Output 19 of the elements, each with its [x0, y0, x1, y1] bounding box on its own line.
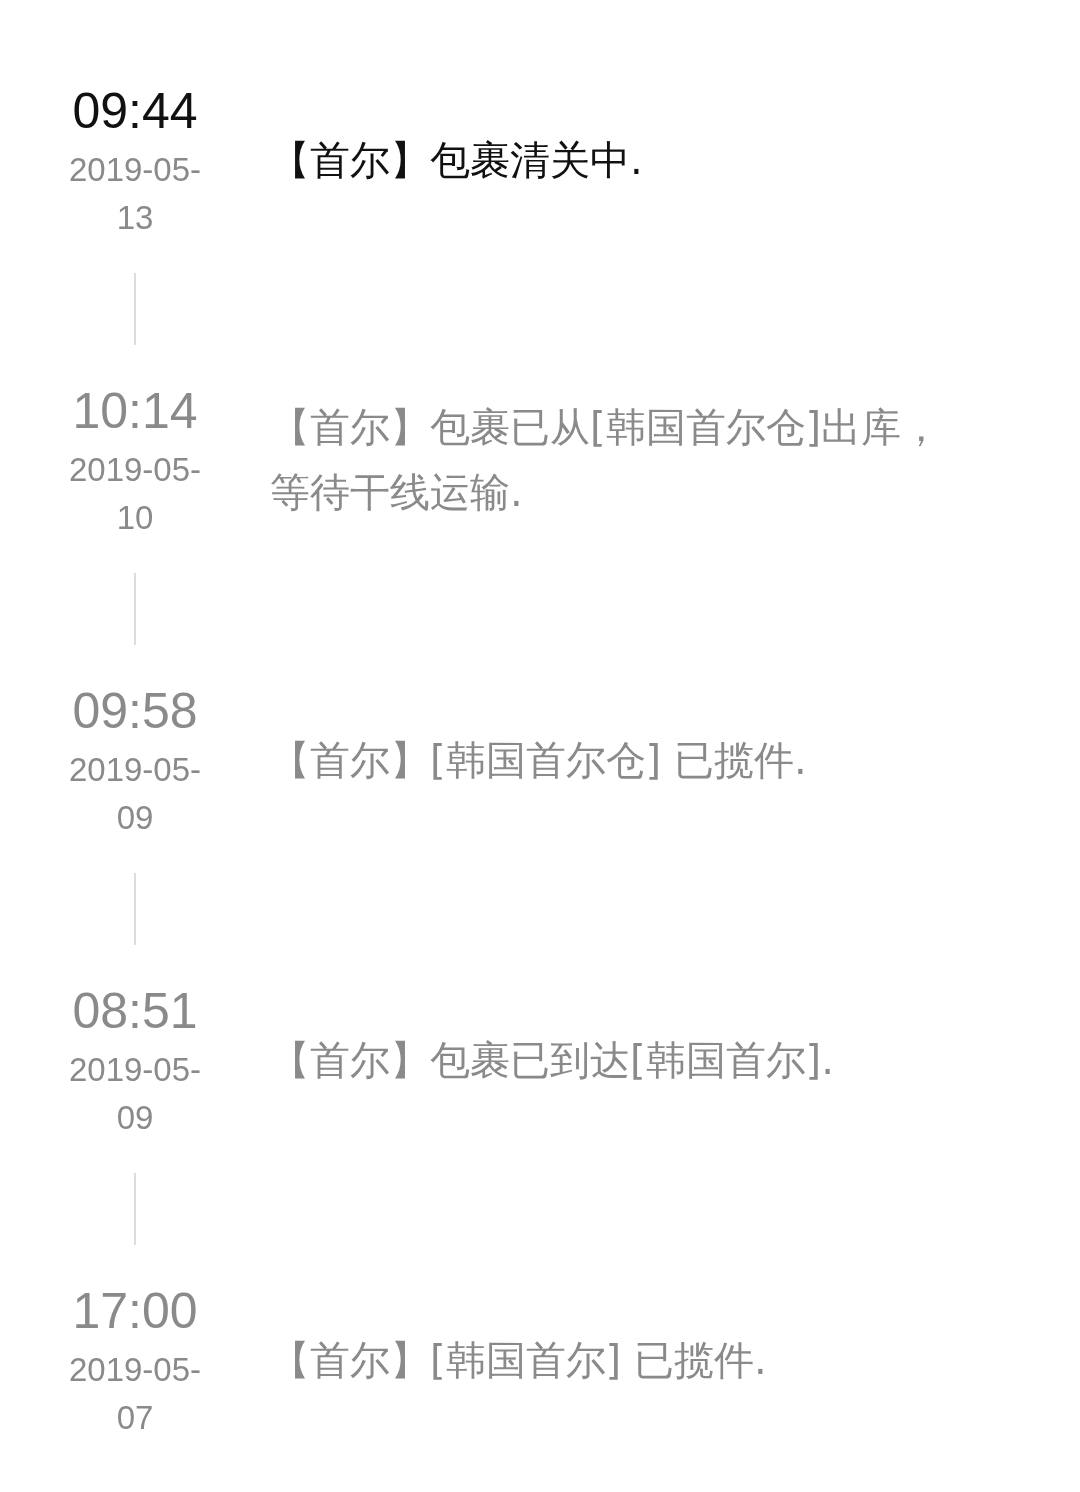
time-label: 10:14 [71, 382, 199, 441]
time-label: 09:44 [71, 82, 199, 141]
timeline-line [134, 272, 136, 346]
date-label: 2019-05-09 [67, 750, 203, 838]
status-text: 【首尔】[韩国首尔] 已揽件. [270, 1335, 768, 1385]
timeline-line [134, 872, 136, 946]
timeline-line [134, 572, 136, 646]
date-label: 2019-05-13 [67, 150, 203, 238]
status-text: 【首尔】包裹已从[韩国首尔仓]出库，等待干线运输. [270, 403, 943, 517]
date-label: 2019-05-09 [67, 1050, 203, 1138]
date-label: 2019-05-10 [67, 450, 203, 538]
status-text: 【首尔】包裹已到达[韩国首尔]. [270, 1035, 835, 1085]
time-label: 08:51 [71, 982, 199, 1041]
time-label: 09:58 [71, 682, 199, 741]
time-label: 17:00 [71, 1282, 199, 1341]
status-text: 【首尔】包裹清关中. [270, 135, 644, 185]
date-label: 2019-05-07 [67, 1350, 203, 1438]
timeline-line [134, 1172, 136, 1246]
status-text: 【首尔】[韩国首尔仓] 已揽件. [270, 735, 808, 785]
